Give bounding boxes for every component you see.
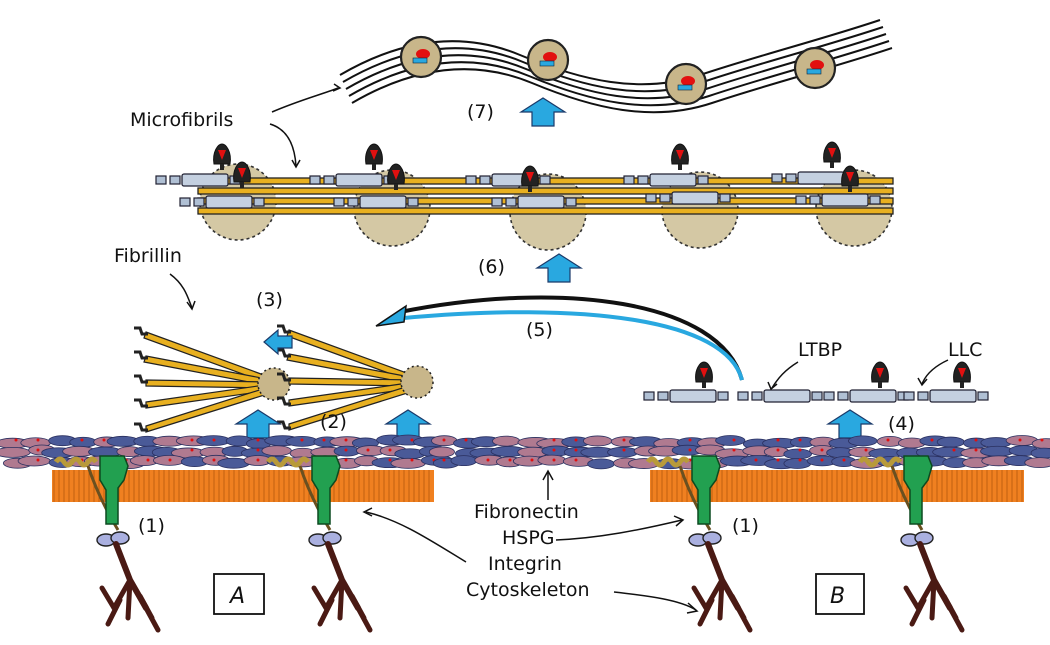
llc-row [643, 361, 989, 403]
cytoskeleton-label: Cytoskeleton [466, 579, 590, 601]
step4-arrow [827, 409, 873, 439]
panel-a-box [213, 573, 265, 615]
llc-pointer [917, 359, 949, 387]
step6-arrow [536, 253, 582, 283]
panel-b-box [815, 573, 865, 615]
microfibril-strands [339, 19, 893, 114]
fibrillin-pointer [169, 273, 196, 311]
fibril-bundle [155, 141, 894, 251]
ltbp-label: LTBP [798, 339, 842, 361]
step7-arrow [520, 97, 566, 127]
hspg-label: HSPG [502, 527, 555, 549]
step1-label-right: (1) [732, 515, 759, 537]
microfibrils-pointers [269, 83, 342, 169]
step1-label-left: (1) [138, 515, 165, 537]
step7-label: (7) [467, 101, 494, 123]
step5-label: (5) [526, 319, 553, 341]
panel-a-label: A [228, 584, 245, 609]
center-pointers [362, 469, 699, 614]
integrin-label: Integrin [488, 553, 562, 575]
panel-b-label: B [830, 584, 845, 609]
step3-arrow [263, 328, 293, 356]
fibronectin-matrix [0, 434, 1050, 470]
llc-label: LLC [948, 339, 982, 361]
ltbp-pointer [767, 361, 799, 391]
step2-arrow-left [235, 409, 281, 439]
step5-arrow [375, 295, 744, 381]
step3-label: (3) [256, 289, 283, 311]
step6-label: (6) [478, 256, 505, 278]
fibrillin-label: Fibrillin [114, 245, 182, 267]
fibronectin-label: Fibronectin [474, 501, 579, 523]
microfibrils-label: Microfibrils [130, 109, 233, 131]
step2-arrow-right [385, 409, 431, 439]
step4-label: (4) [888, 413, 915, 435]
step2-label: (2) [320, 411, 347, 433]
